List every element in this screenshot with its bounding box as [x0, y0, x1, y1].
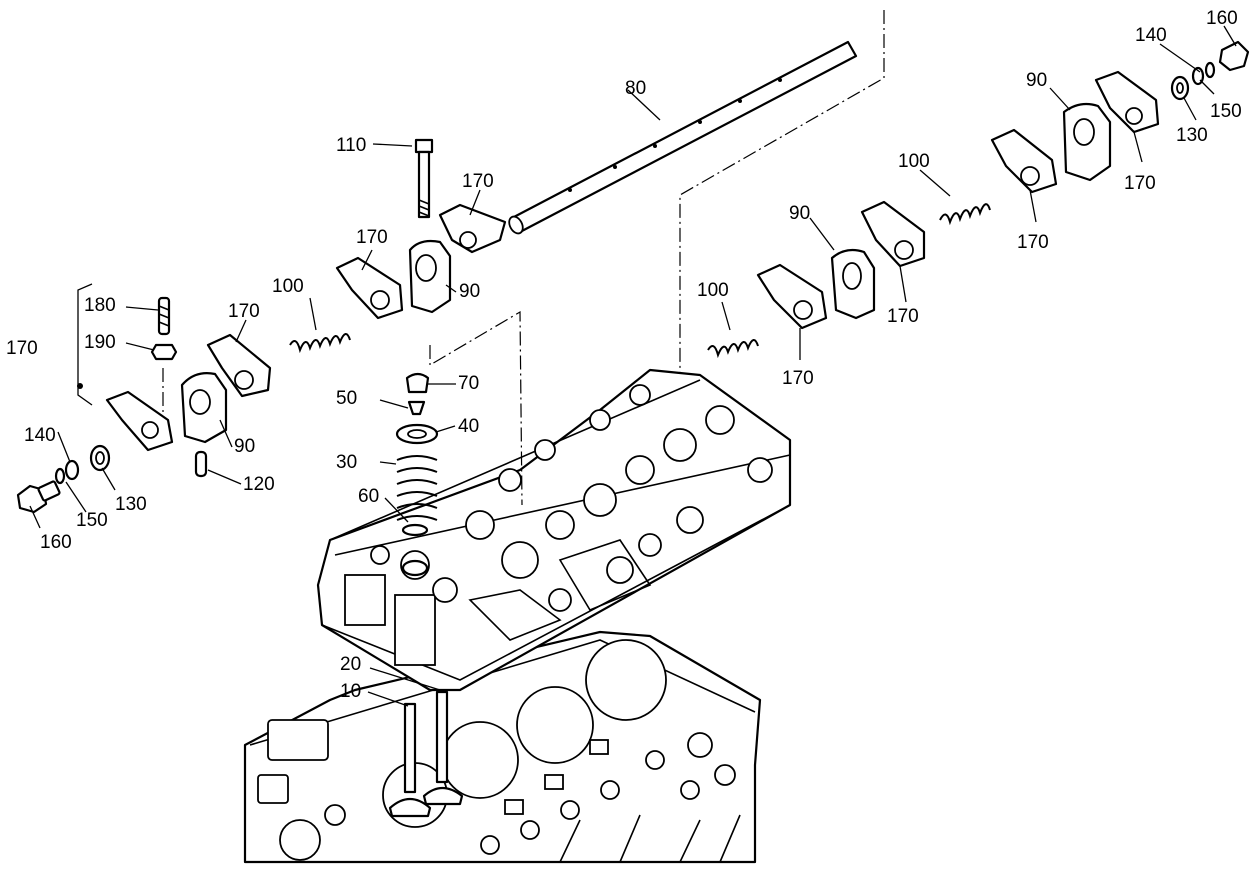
callout-180: 180 — [84, 295, 116, 316]
assembly-lines — [162, 10, 885, 506]
callout-120: 120 — [243, 474, 275, 495]
callout-labels: 80 110 170 170 90 100 170 180 190 170 90… — [6, 8, 1242, 702]
callout-100-b: 100 — [697, 280, 729, 301]
leader-lines — [29, 25, 1237, 707]
callout-90-b: 90 — [234, 436, 255, 457]
callout-20: 20 — [340, 654, 361, 675]
callout-110: 110 — [336, 135, 366, 156]
cylinder-head — [316, 368, 792, 692]
callout-170-c: 170 — [228, 301, 260, 322]
callout-140-a: 140 — [24, 425, 56, 446]
callout-80: 80 — [625, 78, 646, 99]
callout-40: 40 — [458, 416, 479, 437]
rocker-shaft — [508, 40, 858, 235]
callout-30: 30 — [336, 452, 357, 473]
callout-100-a: 100 — [272, 276, 304, 297]
callout-130-a: 130 — [115, 494, 147, 515]
callout-10: 10 — [340, 681, 361, 702]
callout-70: 70 — [458, 373, 479, 394]
callout-170-a: 170 — [462, 171, 494, 192]
callout-160-a: 160 — [40, 532, 72, 553]
callout-170-h: 170 — [1124, 173, 1156, 194]
callout-160-b: 160 — [1206, 8, 1238, 29]
callout-190: 190 — [84, 332, 116, 353]
callout-130-b: 130 — [1176, 125, 1208, 146]
callout-170-f: 170 — [887, 306, 919, 327]
valve-components — [388, 372, 464, 818]
callout-140-b: 140 — [1135, 25, 1167, 46]
callout-170-d: 170 — [6, 338, 38, 359]
callout-50: 50 — [336, 388, 357, 409]
right-rocker-assembly — [707, 40, 1250, 359]
callout-150-a: 150 — [76, 510, 108, 531]
callout-150-b: 150 — [1210, 101, 1242, 122]
callout-90-c: 90 — [789, 203, 810, 224]
callout-60: 60 — [358, 486, 379, 507]
callout-170-g: 170 — [1017, 232, 1049, 253]
callout-170-b: 170 — [356, 227, 388, 248]
callout-90-a: 90 — [459, 281, 480, 302]
callout-170-e: 170 — [782, 368, 814, 389]
callout-100-c: 100 — [898, 151, 930, 172]
callout-90-d: 90 — [1026, 70, 1047, 91]
left-rocker-assembly — [16, 138, 507, 514]
